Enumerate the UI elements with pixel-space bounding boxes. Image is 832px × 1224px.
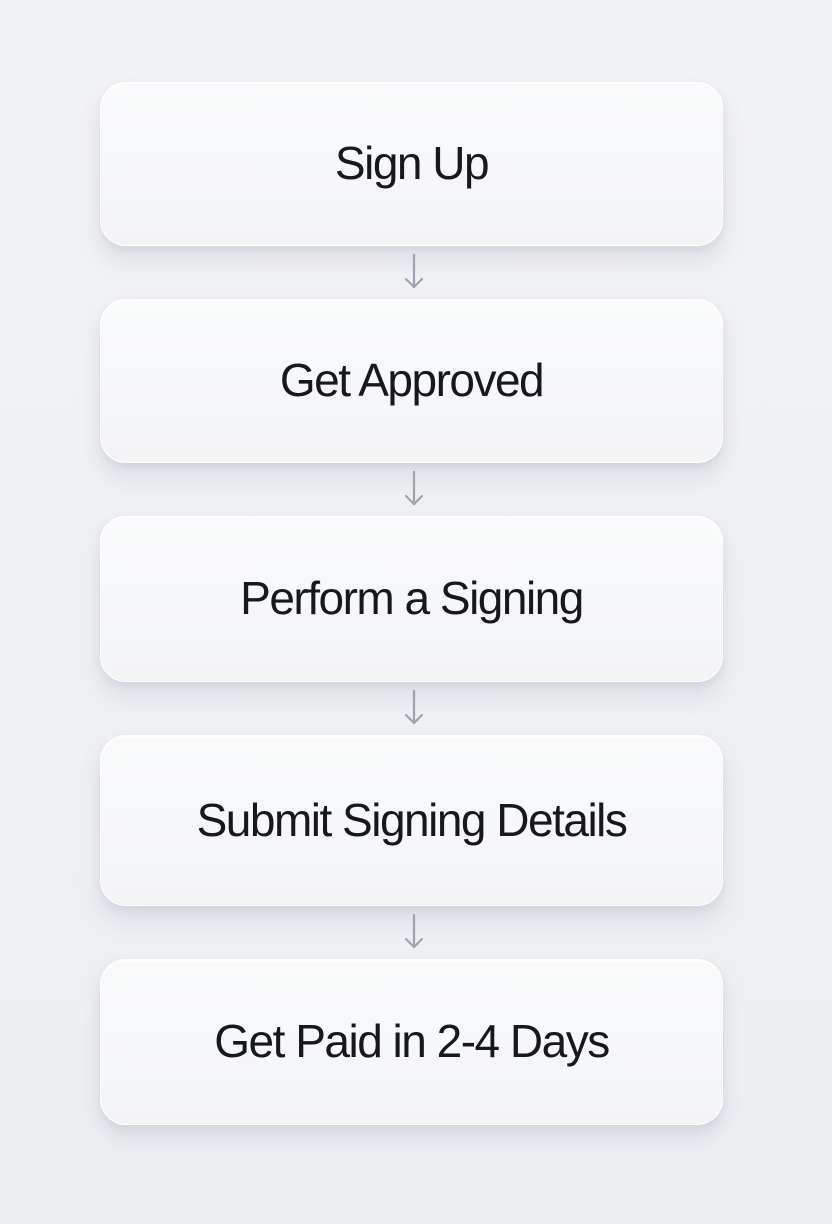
arrow-down-icon bbox=[403, 254, 425, 290]
step-label: Submit Signing Details bbox=[196, 793, 628, 846]
step-get-paid: Get Paid in 2-4 Days bbox=[100, 959, 723, 1125]
step-label: Perform a Signing bbox=[240, 572, 584, 625]
step-submit-signing-details: Submit Signing Details bbox=[100, 735, 723, 906]
step-label: Get Approved bbox=[279, 354, 545, 407]
step-perform-a-signing: Perform a Signing bbox=[100, 516, 723, 682]
step-get-approved: Get Approved bbox=[100, 299, 723, 463]
arrow-down-icon bbox=[403, 914, 425, 950]
step-sign-up: Sign Up bbox=[100, 82, 723, 246]
arrow-down-icon bbox=[403, 690, 425, 726]
step-label: Sign Up bbox=[334, 137, 490, 190]
arrow-down-icon bbox=[403, 471, 425, 507]
step-label: Get Paid in 2-4 Days bbox=[214, 1015, 610, 1068]
